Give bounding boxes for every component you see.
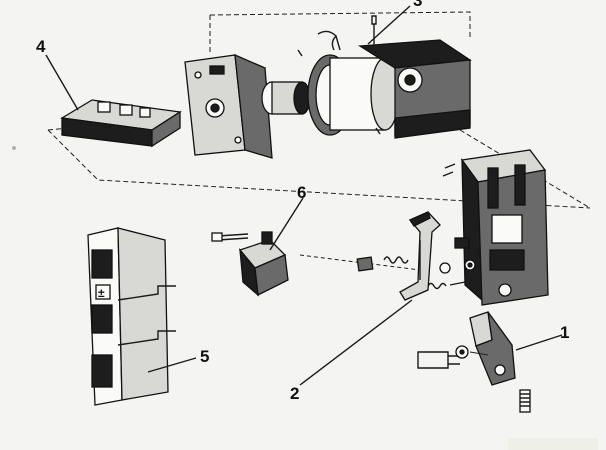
part-6-micro-switch (211, 231, 289, 297)
part-4-terminal-block (60, 99, 182, 148)
callout-4: 4 (36, 37, 46, 56)
callout-numbers: 4 3 6 5 2 1 (36, 0, 569, 403)
spring-and-pin-parts (356, 163, 470, 290)
callout-6: 6 (297, 183, 306, 202)
leader-lines (45, 5, 563, 386)
callout-2: 2 (290, 384, 299, 403)
polarity-mark: ± (98, 286, 105, 300)
part-5-terminal-block: ± (87, 227, 176, 406)
mounting-bracket (184, 53, 273, 159)
main-housing (460, 149, 549, 306)
part-2-contact-lever (399, 211, 441, 301)
callout-5: 5 (200, 347, 209, 366)
part-1-adjust-bracket (417, 311, 531, 413)
callout-3: 3 (413, 0, 422, 10)
callout-1: 1 (560, 323, 569, 342)
scan-artifacts (12, 146, 598, 450)
part-3-solenoid-coil (261, 15, 472, 139)
